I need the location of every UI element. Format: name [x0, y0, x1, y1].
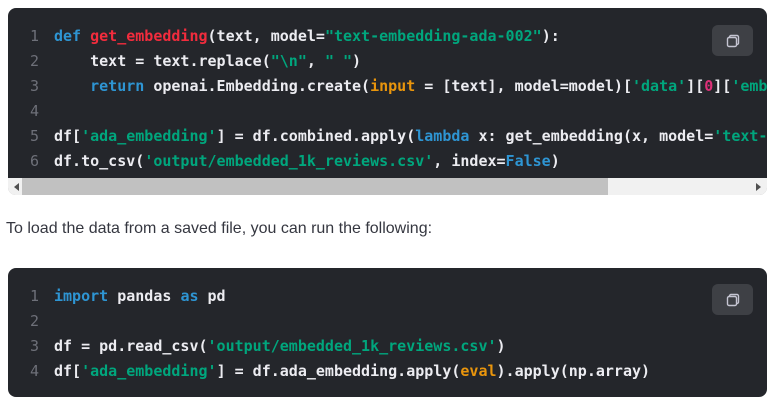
line-number: 4	[29, 102, 39, 120]
copy-button[interactable]	[712, 25, 753, 56]
copy-button[interactable]	[712, 284, 753, 315]
code-text: df['ada_embedding'] = df.ada_embedding.a…	[54, 362, 651, 380]
scrollbar-thumb[interactable]	[22, 178, 608, 195]
code-block-1-content: 1 def get_embedding(text, model="text-emb…	[8, 8, 767, 178]
code-text: df.to_csv('output/embedded_1k_reviews.cs…	[54, 152, 560, 170]
code-block-1: 1 def get_embedding(text, model="text-emb…	[8, 8, 767, 195]
code-line: 3 return openai.Embedding.create(input =…	[8, 74, 767, 99]
code-line: 2 text = text.replace("\n", " ")	[8, 49, 767, 74]
code-line: 5 df['ada_embedding'] = df.combined.apply…	[8, 124, 767, 149]
copy-icon	[726, 293, 739, 306]
code-line: 1 def get_embedding(text, model="text-emb…	[8, 24, 767, 49]
code-text: df = pd.read_csv('output/embedded_1k_rev…	[54, 337, 506, 355]
copy-icon	[726, 34, 739, 47]
horizontal-scrollbar[interactable]	[8, 178, 767, 195]
line-number: 3	[29, 77, 39, 95]
line-number: 1	[29, 27, 39, 45]
line-number: 3	[29, 337, 39, 355]
code-line: 2	[8, 309, 767, 334]
code-text: df['ada_embedding'] = df.combined.apply(…	[54, 127, 767, 145]
line-number: 1	[29, 287, 39, 305]
code-line: 3 df = pd.read_csv('output/embedded_1k_re…	[8, 334, 767, 359]
scroll-right-arrow-icon[interactable]	[750, 178, 767, 195]
code-block-2-content: 1 import pandas as pd 2 3 df = pd.read_csv('…	[8, 268, 767, 397]
line-number: 5	[29, 127, 39, 145]
line-number: 2	[29, 52, 39, 70]
code-text: def get_embedding(text, model="text-embe…	[54, 27, 560, 45]
line-number: 4	[29, 362, 39, 380]
code-line: 1 import pandas as pd	[8, 284, 767, 309]
line-number: 6	[29, 152, 39, 170]
code-text: text = text.replace("\n", " ")	[54, 52, 362, 70]
code-line: 4	[8, 99, 767, 124]
code-block-2: 1 import pandas as pd 2 3 df = pd.read_csv('…	[8, 268, 767, 397]
line-number: 2	[29, 312, 39, 330]
code-line: 6 df.to_csv('output/embedded_1k_reviews.c…	[8, 149, 767, 174]
scroll-left-arrow-icon[interactable]	[8, 178, 25, 195]
code-text: return openai.Embedding.create(input = […	[90, 77, 767, 95]
code-text: import pandas as pd	[54, 287, 226, 305]
code-line: 4 df['ada_embedding'] = df.ada_embedding.…	[8, 359, 767, 384]
paragraph: To load the data from a saved file, you …	[6, 220, 433, 237]
